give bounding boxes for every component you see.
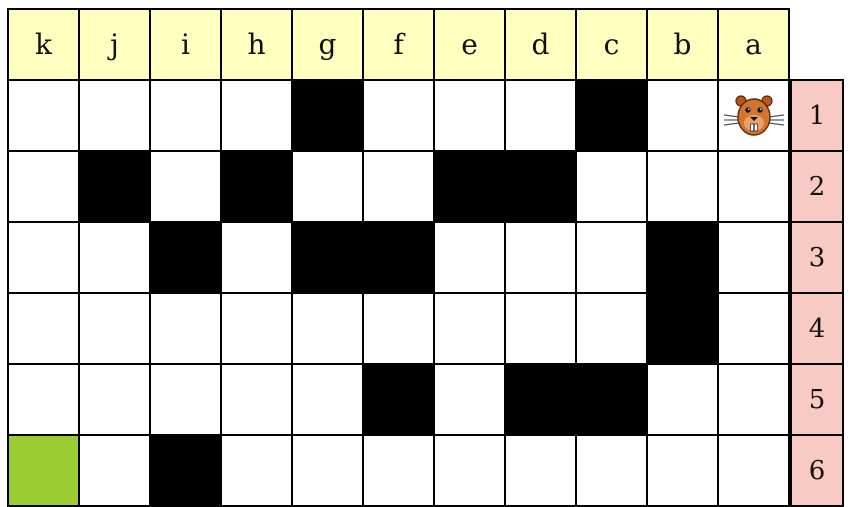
grid-cell-j4[interactable]	[78, 292, 151, 365]
grid-cell-h5[interactable]	[220, 363, 293, 436]
row-header-5: 5	[790, 363, 844, 436]
wall-cell-i6[interactable]	[149, 434, 222, 507]
column-header-d: d	[504, 8, 577, 81]
grid-cell-j6[interactable]	[78, 434, 151, 507]
grid-cell-b2[interactable]	[646, 150, 719, 223]
wall-cell-e2[interactable]	[433, 150, 506, 223]
grid-cell-j1[interactable]	[78, 79, 151, 152]
grid-cell-i5[interactable]	[149, 363, 222, 436]
grid-cell-g6[interactable]	[291, 434, 364, 507]
grid-cell-h3[interactable]	[220, 221, 293, 294]
grid-cell-a4[interactable]	[717, 292, 790, 365]
column-header-h: h	[220, 8, 293, 81]
column-header-i: i	[149, 8, 222, 81]
goal-cell-k6[interactable]	[7, 434, 80, 507]
grid-cell-i1[interactable]	[149, 79, 222, 152]
wall-cell-b4[interactable]	[646, 292, 719, 365]
column-header-c: c	[575, 8, 648, 81]
wall-cell-g1[interactable]	[291, 79, 364, 152]
row-header-2: 2	[790, 150, 844, 223]
column-header-b: b	[646, 8, 719, 81]
grid-cell-a6[interactable]	[717, 434, 790, 507]
column-header-a: a	[717, 8, 790, 81]
column-header-e: e	[433, 8, 506, 81]
grid-cell-d4[interactable]	[504, 292, 577, 365]
grid-cell-f2[interactable]	[362, 150, 435, 223]
grid-cell-c4[interactable]	[575, 292, 648, 365]
grid-cell-a3[interactable]	[717, 221, 790, 294]
wall-cell-j2[interactable]	[78, 150, 151, 223]
wall-cell-d2[interactable]	[504, 150, 577, 223]
column-header-g: g	[291, 8, 364, 81]
grid-cell-k2[interactable]	[7, 150, 80, 223]
grid-cell-e6[interactable]	[433, 434, 506, 507]
grid-cell-k1[interactable]	[7, 79, 80, 152]
grid-cell-k3[interactable]	[7, 221, 80, 294]
grid-cell-d3[interactable]	[504, 221, 577, 294]
grid-cell-c6[interactable]	[575, 434, 648, 507]
wall-cell-b3[interactable]	[646, 221, 719, 294]
grid-cell-b6[interactable]	[646, 434, 719, 507]
wall-cell-i3[interactable]	[149, 221, 222, 294]
wall-cell-h2[interactable]	[220, 150, 293, 223]
wall-cell-f5[interactable]	[362, 363, 435, 436]
grid-cell-b5[interactable]	[646, 363, 719, 436]
grid-cell-g4[interactable]	[291, 292, 364, 365]
grid-cell-i2[interactable]	[149, 150, 222, 223]
column-header-j: j	[78, 8, 151, 81]
grid-cell-h1[interactable]	[220, 79, 293, 152]
wall-cell-c5[interactable]	[575, 363, 648, 436]
grid-cell-k5[interactable]	[7, 363, 80, 436]
grid-cell-i4[interactable]	[149, 292, 222, 365]
wall-cell-g3[interactable]	[291, 221, 364, 294]
row-header-6: 6	[790, 434, 844, 507]
grid-cell-a5[interactable]	[717, 363, 790, 436]
wall-cell-f3[interactable]	[362, 221, 435, 294]
grid-cell-f4[interactable]	[362, 292, 435, 365]
grid-cell-j5[interactable]	[78, 363, 151, 436]
row-header-1: 1	[790, 79, 844, 152]
grid-cell-e5[interactable]	[433, 363, 506, 436]
grid-cell-f1[interactable]	[362, 79, 435, 152]
wall-cell-c1[interactable]	[575, 79, 648, 152]
grid-cell-e3[interactable]	[433, 221, 506, 294]
grid-cell-c2[interactable]	[575, 150, 648, 223]
grid-cell-c3[interactable]	[575, 221, 648, 294]
grid-cell-d1[interactable]	[504, 79, 577, 152]
column-header-k: k	[7, 8, 80, 81]
column-header-f: f	[362, 8, 435, 81]
grid-cell-j3[interactable]	[78, 221, 151, 294]
grid-cell-g5[interactable]	[291, 363, 364, 436]
grid-cell-h6[interactable]	[220, 434, 293, 507]
grid-cell-g2[interactable]	[291, 150, 364, 223]
grid-cell-e1[interactable]	[433, 79, 506, 152]
grid-cell-k4[interactable]	[7, 292, 80, 365]
row-header-3: 3	[790, 221, 844, 294]
grid-cell-h4[interactable]	[220, 292, 293, 365]
corner-blank	[790, 8, 844, 79]
grid-cell-a2[interactable]	[717, 150, 790, 223]
row-header-4: 4	[790, 292, 844, 365]
grid-cell-f6[interactable]	[362, 434, 435, 507]
beaver-icon[interactable]	[717, 79, 790, 152]
grid-cell-e4[interactable]	[433, 292, 506, 365]
grid-cell-d6[interactable]	[504, 434, 577, 507]
grid-cell-b1[interactable]	[646, 79, 719, 152]
wall-cell-d5[interactable]	[504, 363, 577, 436]
